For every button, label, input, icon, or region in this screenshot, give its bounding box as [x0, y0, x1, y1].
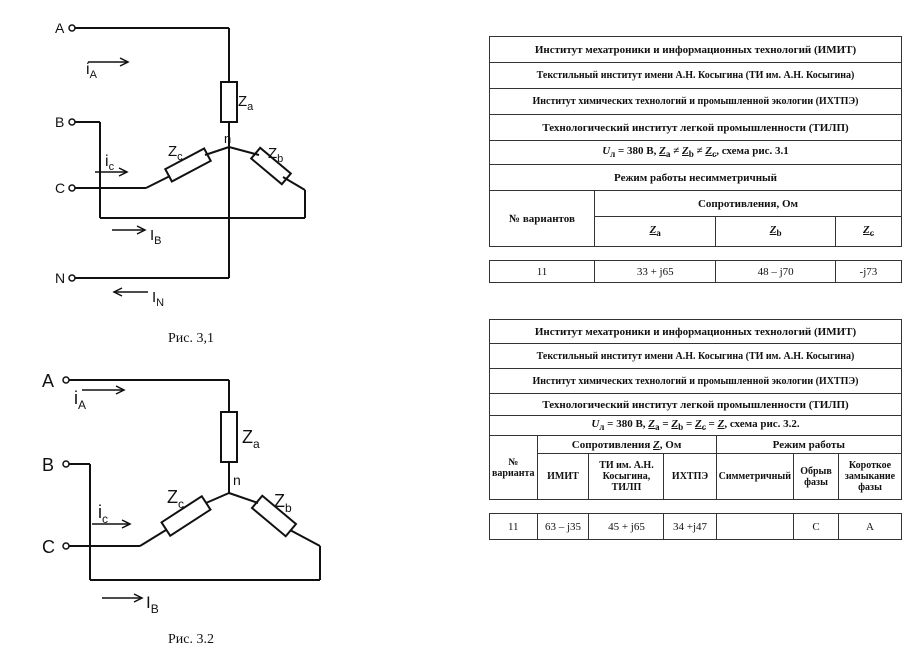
label-ib-2: IB	[146, 593, 159, 616]
terminal-b	[68, 118, 76, 126]
label-zc-2: Zc	[167, 487, 184, 511]
table1-cell-zc: -j73	[834, 260, 903, 283]
table1-cell-zb: 48 – j70	[715, 260, 836, 283]
label-node-c: C	[55, 180, 65, 196]
label-ic-2: ic	[98, 502, 108, 526]
label-node-n: N	[55, 270, 65, 286]
label-node-c-2: C	[42, 537, 55, 557]
label-ib: IB	[150, 227, 162, 247]
table2-inst1: Институт мехатроники и информационных те…	[489, 319, 902, 344]
label-zb: Zb	[268, 145, 283, 165]
label-zb-2: Zb	[274, 491, 292, 515]
label-ic: ic	[105, 153, 115, 173]
table2-inst3: Институт химических технологий и промышл…	[489, 368, 902, 394]
impedance-za-1	[220, 81, 238, 123]
table2-header-symmetric: Симметричный	[715, 453, 795, 500]
table2-header-break: Обрыв фазы	[793, 453, 839, 500]
table2-col-mode: Режим работы	[715, 435, 903, 454]
impedance-zb-2	[250, 494, 298, 538]
table1-inst4: Технологический институт легкой промышле…	[489, 114, 902, 141]
table2-cell-symmetric	[715, 513, 795, 540]
label-node-b-2: B	[42, 455, 54, 475]
table1-header-za: Za	[593, 216, 717, 247]
label-in: IN	[152, 289, 164, 309]
table2-cell-ihtpe: 34 +j47	[663, 513, 717, 540]
table2-header-ti: ТИ им. А.Н. Косыгина, ТИЛП	[588, 453, 665, 500]
label-ia-2: iA	[74, 388, 86, 412]
label-zc: Zc	[168, 143, 183, 163]
table1-mode: Режим работы несимметричный	[489, 164, 902, 191]
label-ia: iA	[86, 61, 98, 81]
table1-inst2: Текстильный институт имени А.Н. Косыгина…	[489, 62, 902, 89]
label-neutral-n: n	[224, 131, 231, 146]
table1-condition: Uл = 380 В, Za ≠ Zb ≠ Zc, схема рис. 3.1	[489, 140, 902, 165]
table-variant-asymmetric: Институт мехатроники и информационных те…	[489, 36, 903, 283]
table2-header-imit: ИМИТ	[536, 453, 590, 500]
terminal-c	[68, 184, 76, 192]
table-row: 11 33 + j65 48 – j70 -j73	[489, 260, 903, 283]
impedance-zc-1	[163, 147, 213, 183]
label-node-a: A	[55, 20, 65, 36]
table1-inst3: Институт химических технологий и промышл…	[489, 88, 902, 115]
table2-cell-variant: 11	[489, 513, 538, 540]
table2-cell-ti: 45 + j65	[588, 513, 665, 540]
label-za: Za	[238, 93, 254, 113]
label-za-2: Za	[242, 427, 260, 451]
circuit-figure-3-2: A B C n iA ic IB Za Zb Zc	[42, 371, 321, 616]
figure-caption-3-2: Рис. 3.2	[168, 632, 214, 647]
table2-cell-break: C	[793, 513, 839, 540]
figure-caption-3-1: Рис. 3,1	[168, 331, 214, 346]
table2-condition: Uл = 380 В, Za = Zb = Zc = Z, схема рис.…	[489, 415, 902, 436]
terminal-b-2	[62, 460, 70, 468]
terminal-c-2	[62, 542, 70, 550]
table2-col-no: № варианта	[489, 435, 538, 500]
impedance-zc-2	[160, 494, 212, 538]
table-row: 11 63 – j35 45 + j65 34 +j47 C A	[489, 513, 902, 540]
label-node-b: B	[55, 114, 64, 130]
table1-col-resistances: Сопротивления, Ом	[594, 190, 902, 217]
table1-col-variants: № вариантов	[489, 190, 595, 247]
table2-cell-imit: 63 – j35	[536, 513, 590, 540]
table2-inst4: Технологический институт легкой промышле…	[489, 393, 902, 416]
table2-inst2: Текстильный институт имени А.Н. Косыгина…	[489, 343, 902, 369]
circuit-figure-3-1: A B C N n iA ic IB IN Za Zb Zc	[55, 20, 306, 309]
label-neutral-n-2: n	[233, 472, 241, 488]
label-node-a-2: A	[42, 371, 54, 391]
table1-cell-variant: 11	[489, 260, 595, 283]
table2-col-resistances: Сопротивления Z, Ом	[536, 435, 717, 454]
table1-header-zc: Zc	[834, 216, 903, 247]
terminal-a	[68, 24, 76, 32]
table2-header-ihtpe: ИХТПЭ	[663, 453, 717, 500]
table-variant-symmetric: Институт мехатроники и информационных те…	[489, 319, 903, 540]
impedance-za-2	[220, 411, 238, 463]
impedance-zb-1	[249, 146, 293, 186]
table1-inst1: Институт мехатроники и информационных те…	[489, 36, 902, 63]
terminal-n	[68, 274, 76, 282]
table2-header-short: Короткое замыкание фазы	[838, 453, 902, 500]
table1-header-zb: Zb	[715, 216, 836, 247]
table1-cell-za: 33 + j65	[593, 260, 717, 283]
terminal-a-2	[62, 376, 70, 384]
table2-cell-short: A	[838, 513, 902, 540]
